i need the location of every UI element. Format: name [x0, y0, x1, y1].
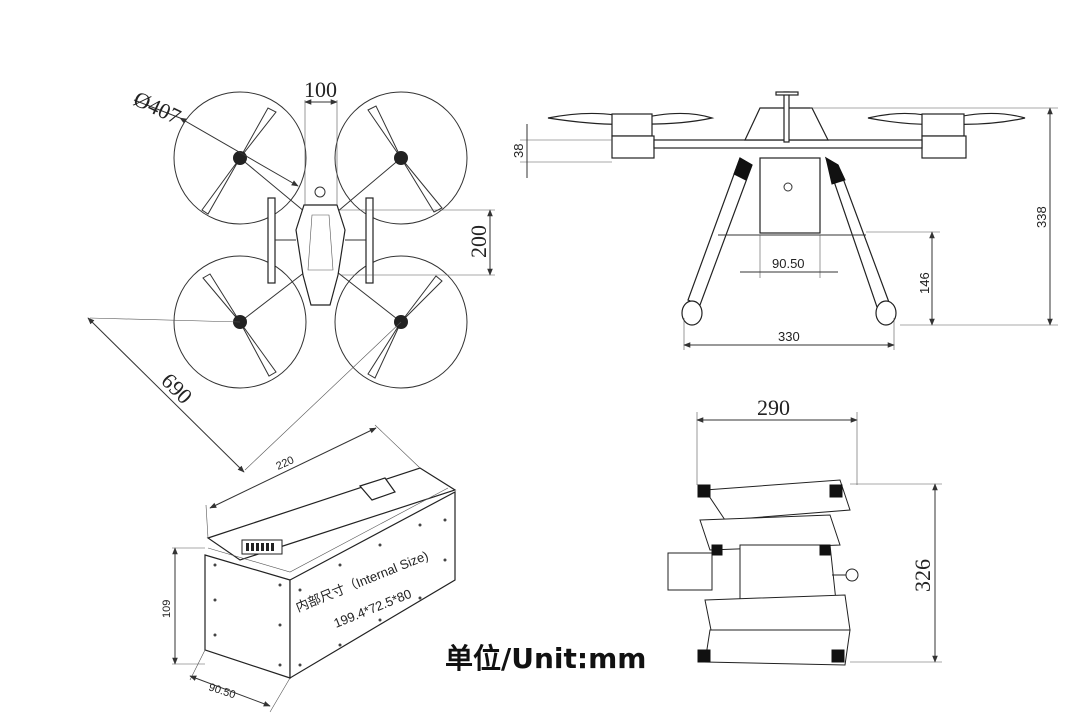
unit-label: 单位/Unit:mm [445, 642, 646, 675]
motor-left [611, 113, 653, 137]
propeller-circle-bottom-right [334, 255, 468, 389]
dim-body-length-label: 200 [466, 225, 491, 258]
dim-folded-width-label: 290 [757, 395, 790, 420]
dim-skid-width-label: 330 [778, 329, 800, 344]
dim-wheelbase: 690 [87, 317, 402, 473]
dim-motor-height: 38 [511, 124, 612, 178]
dim-battery-width-label: 90.50 [207, 681, 237, 701]
battery-box: 内部尺寸（Internal Size) 199.4*72.5*80 220 10… [161, 424, 457, 713]
propeller-circle-top-right [334, 91, 468, 225]
motor-base-right [921, 135, 967, 159]
propeller-circle-top-left [173, 91, 307, 225]
dim-prop-diameter-label: Ø407 [130, 86, 185, 129]
dim-leg-height-label: 146 [917, 272, 932, 294]
dim-overall-height-label: 338 [1034, 206, 1049, 228]
dim-folded-length: 326 [850, 483, 942, 663]
central-body [267, 186, 374, 306]
dim-battery-length-label: 220 [274, 454, 296, 472]
landing-legs [681, 156, 897, 326]
dim-arm-width-label: 100 [304, 77, 337, 102]
battery-front-face [204, 554, 291, 679]
dim-battery-height-label: 109 [161, 600, 173, 618]
dim-battery-height: 109 [161, 547, 205, 665]
battery-rivets [213, 518, 447, 667]
antenna [783, 91, 790, 143]
dim-skid-inner-width: 90.50 [740, 235, 838, 278]
dim-overall-height: 338 [810, 107, 1058, 326]
dim-folded-width: 290 [696, 395, 858, 485]
folded-view: 290 326 [667, 395, 942, 666]
front-view: 38 338 146 90.50 330 [511, 91, 1058, 350]
top-view: 100 Ø407 200 690 [87, 77, 495, 473]
motor-right [921, 113, 965, 137]
motor-base-left [611, 135, 655, 159]
dim-motor-height-label: 38 [511, 144, 526, 158]
dim-skid-width: 330 [683, 318, 895, 350]
dim-skid-inner-width-label: 90.50 [772, 256, 805, 271]
dim-body-length: 200 [340, 209, 495, 276]
dim-leg-height: 146 [866, 231, 940, 326]
dim-wheelbase-label: 690 [156, 368, 197, 409]
battery-side-face [289, 491, 456, 680]
dim-arm-width: 100 [304, 77, 338, 205]
center-frame [759, 157, 821, 234]
dim-folded-length-label: 326 [910, 559, 935, 592]
